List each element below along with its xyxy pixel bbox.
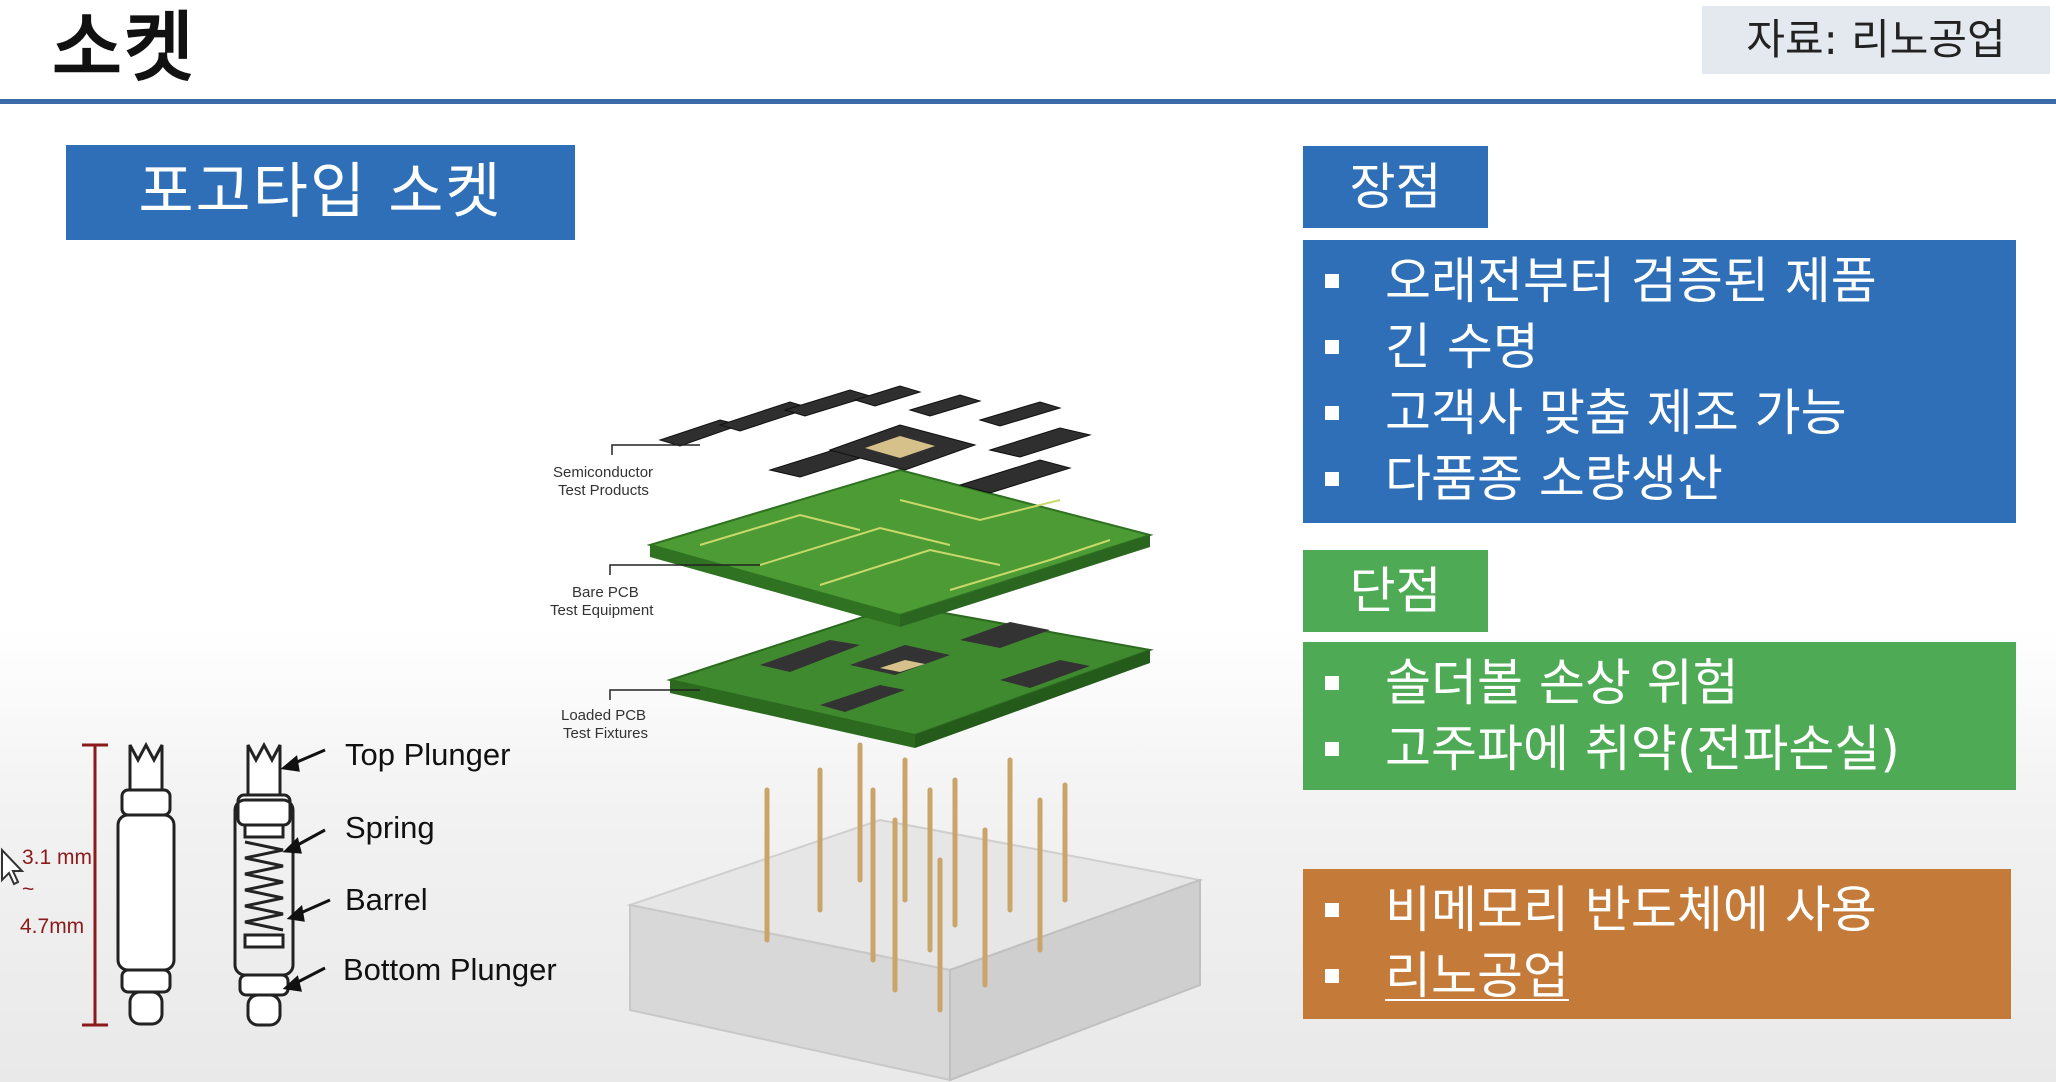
usage-item-link[interactable]: 리노공업 [1303,943,2011,1009]
cons-header: 단점 [1303,550,1488,632]
stack-label-semiconductor: Semiconductor [553,464,653,481]
pros-item: 긴 수명 [1303,314,2016,380]
label-barrel: Barrel [345,882,428,917]
fixture-base [626,818,1204,1082]
cons-item: 고주파에 취약(전파손실) [1303,716,2016,782]
dimension-line [82,743,108,1027]
cons-panel: 솔더볼 손상 위험 고주파에 취약(전파손실) [1303,642,2016,790]
usage-item: 비메모리 반도체에 사용 [1303,877,2011,943]
bare-pcb [646,468,1154,617]
semiconductor-chips [658,385,1092,494]
usage-panel: 비메모리 반도체에 사용 리노공업 [1303,869,2011,1019]
pros-item: 다품종 소량생산 [1303,446,2016,512]
pros-item: 오래전부터 검증된 제품 [1303,248,2016,314]
usage-item-link-text[interactable]: 리노공업 [1385,947,1569,1005]
slide-title: 소켓 [52,3,196,92]
label-spring: Spring [345,810,435,845]
label-top-plunger: Top Plunger [345,737,510,772]
source-note: 자료: 리노공업 [1702,6,2050,74]
chip-die [865,436,935,458]
stack-label-test-products: Test Products [558,482,649,499]
dimension-sep: ~ [22,878,34,901]
spring-icon [244,840,284,932]
cursor-icon [0,847,25,886]
stack-label-bare-pcb: Bare PCB [572,584,639,601]
pros-header: 장점 [1303,146,1488,228]
stack-label-test-fixtures: Test Fixtures [563,725,648,742]
stack-label-test-equipment: Test Equipment [550,602,654,619]
pros-item: 고객사 맞춤 제조 가능 [1303,380,2016,446]
cons-item: 솔더볼 손상 위험 [1303,650,2016,716]
dimension-bottom: 4.7mm [20,915,84,938]
title-rule [0,99,2056,104]
pin-solid-icon [116,741,176,1026]
pin-cutaway-icon [233,741,295,1027]
loaded-pcb-chips [760,622,1090,712]
pcb-traces [699,499,1111,591]
stack-leader-lines [609,444,760,700]
label-bottom-plunger: Bottom Plunger [343,952,557,987]
pogo-socket-label: 포고타입 소켓 [66,145,575,240]
stack-label-loaded-pcb: Loaded PCB [561,707,646,724]
label-arrows [280,748,331,992]
pros-panel: 오래전부터 검증된 제품 긴 수명 고객사 맞춤 제조 가능 다품종 소량생산 [1303,240,2016,523]
loaded-pcb [666,603,1154,737]
dimension-top: 3.1 mm [22,846,92,869]
test-pins [764,742,1068,1013]
